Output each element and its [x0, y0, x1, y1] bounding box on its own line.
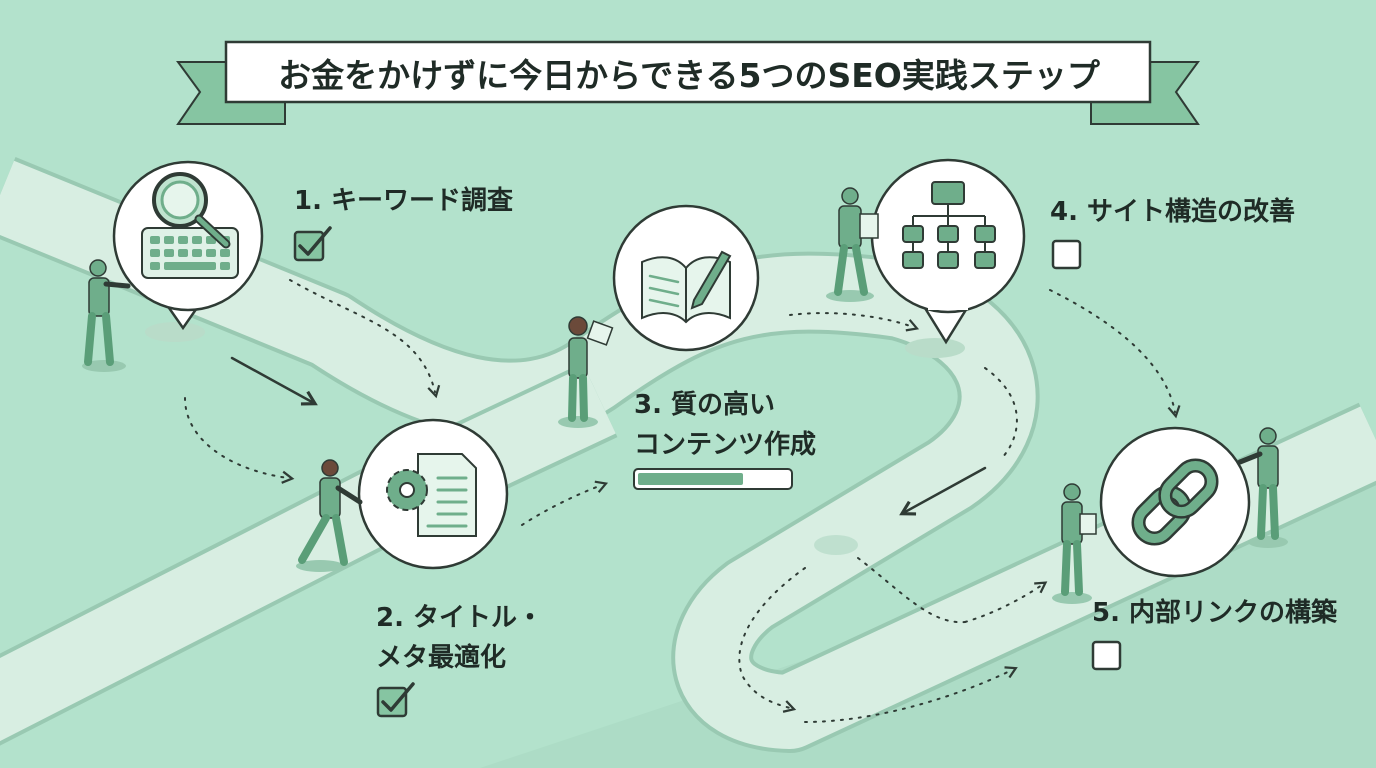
step-2-label: 2. タイトル・ メタ最適化 [376, 603, 544, 673]
gear-document-icon [386, 453, 477, 537]
flow-arrows [184, 279, 1181, 723]
step-3-label: 3. 質の高い コンテンツ作成 [634, 390, 817, 460]
step-4-label: 4. サイト構造の改善 [1050, 197, 1296, 227]
step-5-label: 5. 内部リンクの構築 [1092, 598, 1338, 628]
magnifier-keyboard-icon [141, 172, 239, 279]
step-1-pin [112, 160, 264, 331]
checkmark-icon [298, 226, 332, 256]
worker-figure [82, 259, 131, 372]
worker-figure [826, 187, 879, 302]
step-1-label: 1. キーワード調査 [294, 186, 514, 216]
page-title: お金をかけずに今日からできる5つのSEO実践ステップ [278, 56, 1100, 95]
step-4-checkbox[interactable] [1051, 239, 1082, 270]
step-3-progress-bar [633, 468, 793, 490]
step-4-pin [870, 158, 1026, 345]
worker-figure [296, 459, 363, 572]
step-2-pin [357, 418, 509, 570]
solid-arrows [230, 356, 987, 516]
worker-figure [1237, 427, 1288, 548]
sitemap-icon [902, 181, 996, 269]
checkmark-icon [381, 682, 415, 712]
step-5-checkbox[interactable] [1091, 640, 1122, 671]
step-1-checkbox[interactable] [293, 226, 332, 262]
worker-figure [1052, 483, 1097, 604]
step-2-checkbox[interactable] [376, 682, 415, 718]
chain-link-icon [1131, 458, 1219, 546]
progress-fill [638, 473, 743, 485]
step-5-pin [1099, 426, 1251, 578]
worker-figure [558, 316, 614, 428]
step-3-pin [612, 204, 760, 352]
book-pencil-icon [641, 250, 732, 324]
title-ribbon [176, 40, 1200, 125]
